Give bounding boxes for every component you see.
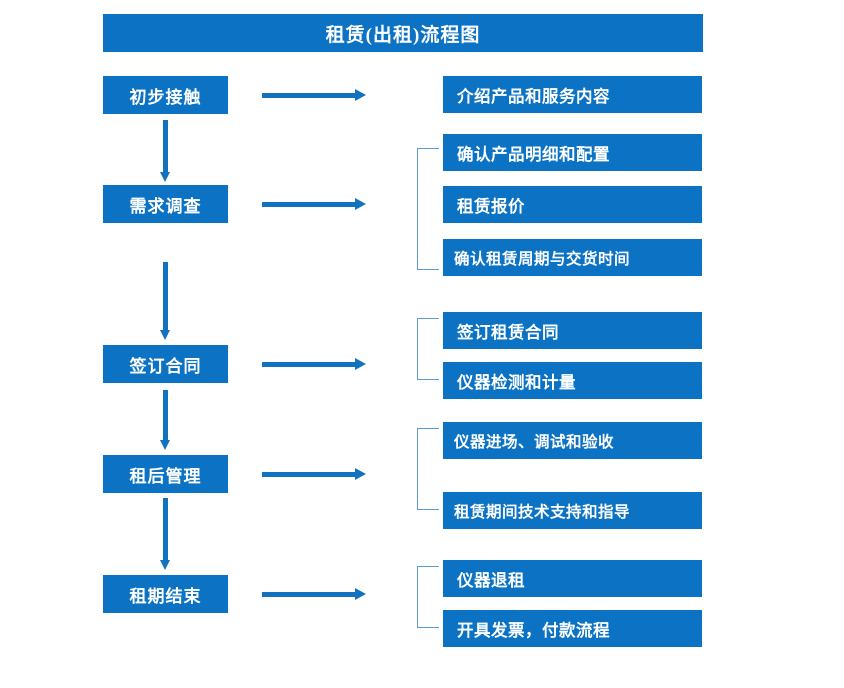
down-arrow-management-to-end	[160, 498, 171, 570]
group-bracket-post-rental-management	[417, 428, 439, 510]
stage-box-post-rental-management[interactable]: 租后管理	[103, 455, 228, 493]
down-arrow-contact-to-survey	[160, 120, 171, 182]
detail-box-instrument-return[interactable]: 仪器退租	[443, 560, 702, 597]
stage-box-needs-survey[interactable]: 需求调查	[103, 185, 228, 223]
detail-box-confirm-period-delivery[interactable]: 确认租赁周期与交货时间	[443, 239, 702, 276]
detail-box-confirm-product-spec[interactable]: 确认产品明细和配置	[443, 134, 702, 171]
right-arrow-needs-survey	[262, 198, 366, 210]
group-bracket-needs-survey	[417, 148, 439, 270]
detail-box-tech-support-guidance[interactable]: 租赁期间技术支持和指导	[443, 492, 702, 529]
detail-box-introduce-products[interactable]: 介绍产品和服务内容	[443, 76, 702, 113]
stage-box-lease-end[interactable]: 租期结束	[103, 575, 228, 613]
down-arrow-contract-to-management	[160, 390, 171, 450]
right-arrow-sign-contract	[262, 358, 366, 370]
detail-box-rental-quote[interactable]: 租赁报价	[443, 186, 702, 223]
detail-box-instrument-entry-commission[interactable]: 仪器进场、调试和验收	[443, 422, 702, 459]
detail-box-invoice-payment[interactable]: 开具发票，付款流程	[443, 610, 702, 647]
page-title: 租赁(出租)流程图	[103, 14, 703, 52]
stage-box-initial-contact[interactable]: 初步接触	[103, 76, 228, 114]
group-bracket-lease-end	[417, 566, 439, 628]
detail-box-instrument-test-metering[interactable]: 仪器检测和计量	[443, 362, 702, 399]
detail-box-sign-rental-contract[interactable]: 签订租赁合同	[443, 312, 702, 349]
right-arrow-initial-contact	[262, 89, 366, 101]
right-arrow-post-rental-management	[262, 468, 366, 480]
down-arrow-survey-to-contract	[160, 262, 171, 340]
stage-box-sign-contract[interactable]: 签订合同	[103, 345, 228, 383]
group-bracket-sign-contract	[417, 318, 439, 380]
right-arrow-lease-end	[262, 588, 366, 600]
